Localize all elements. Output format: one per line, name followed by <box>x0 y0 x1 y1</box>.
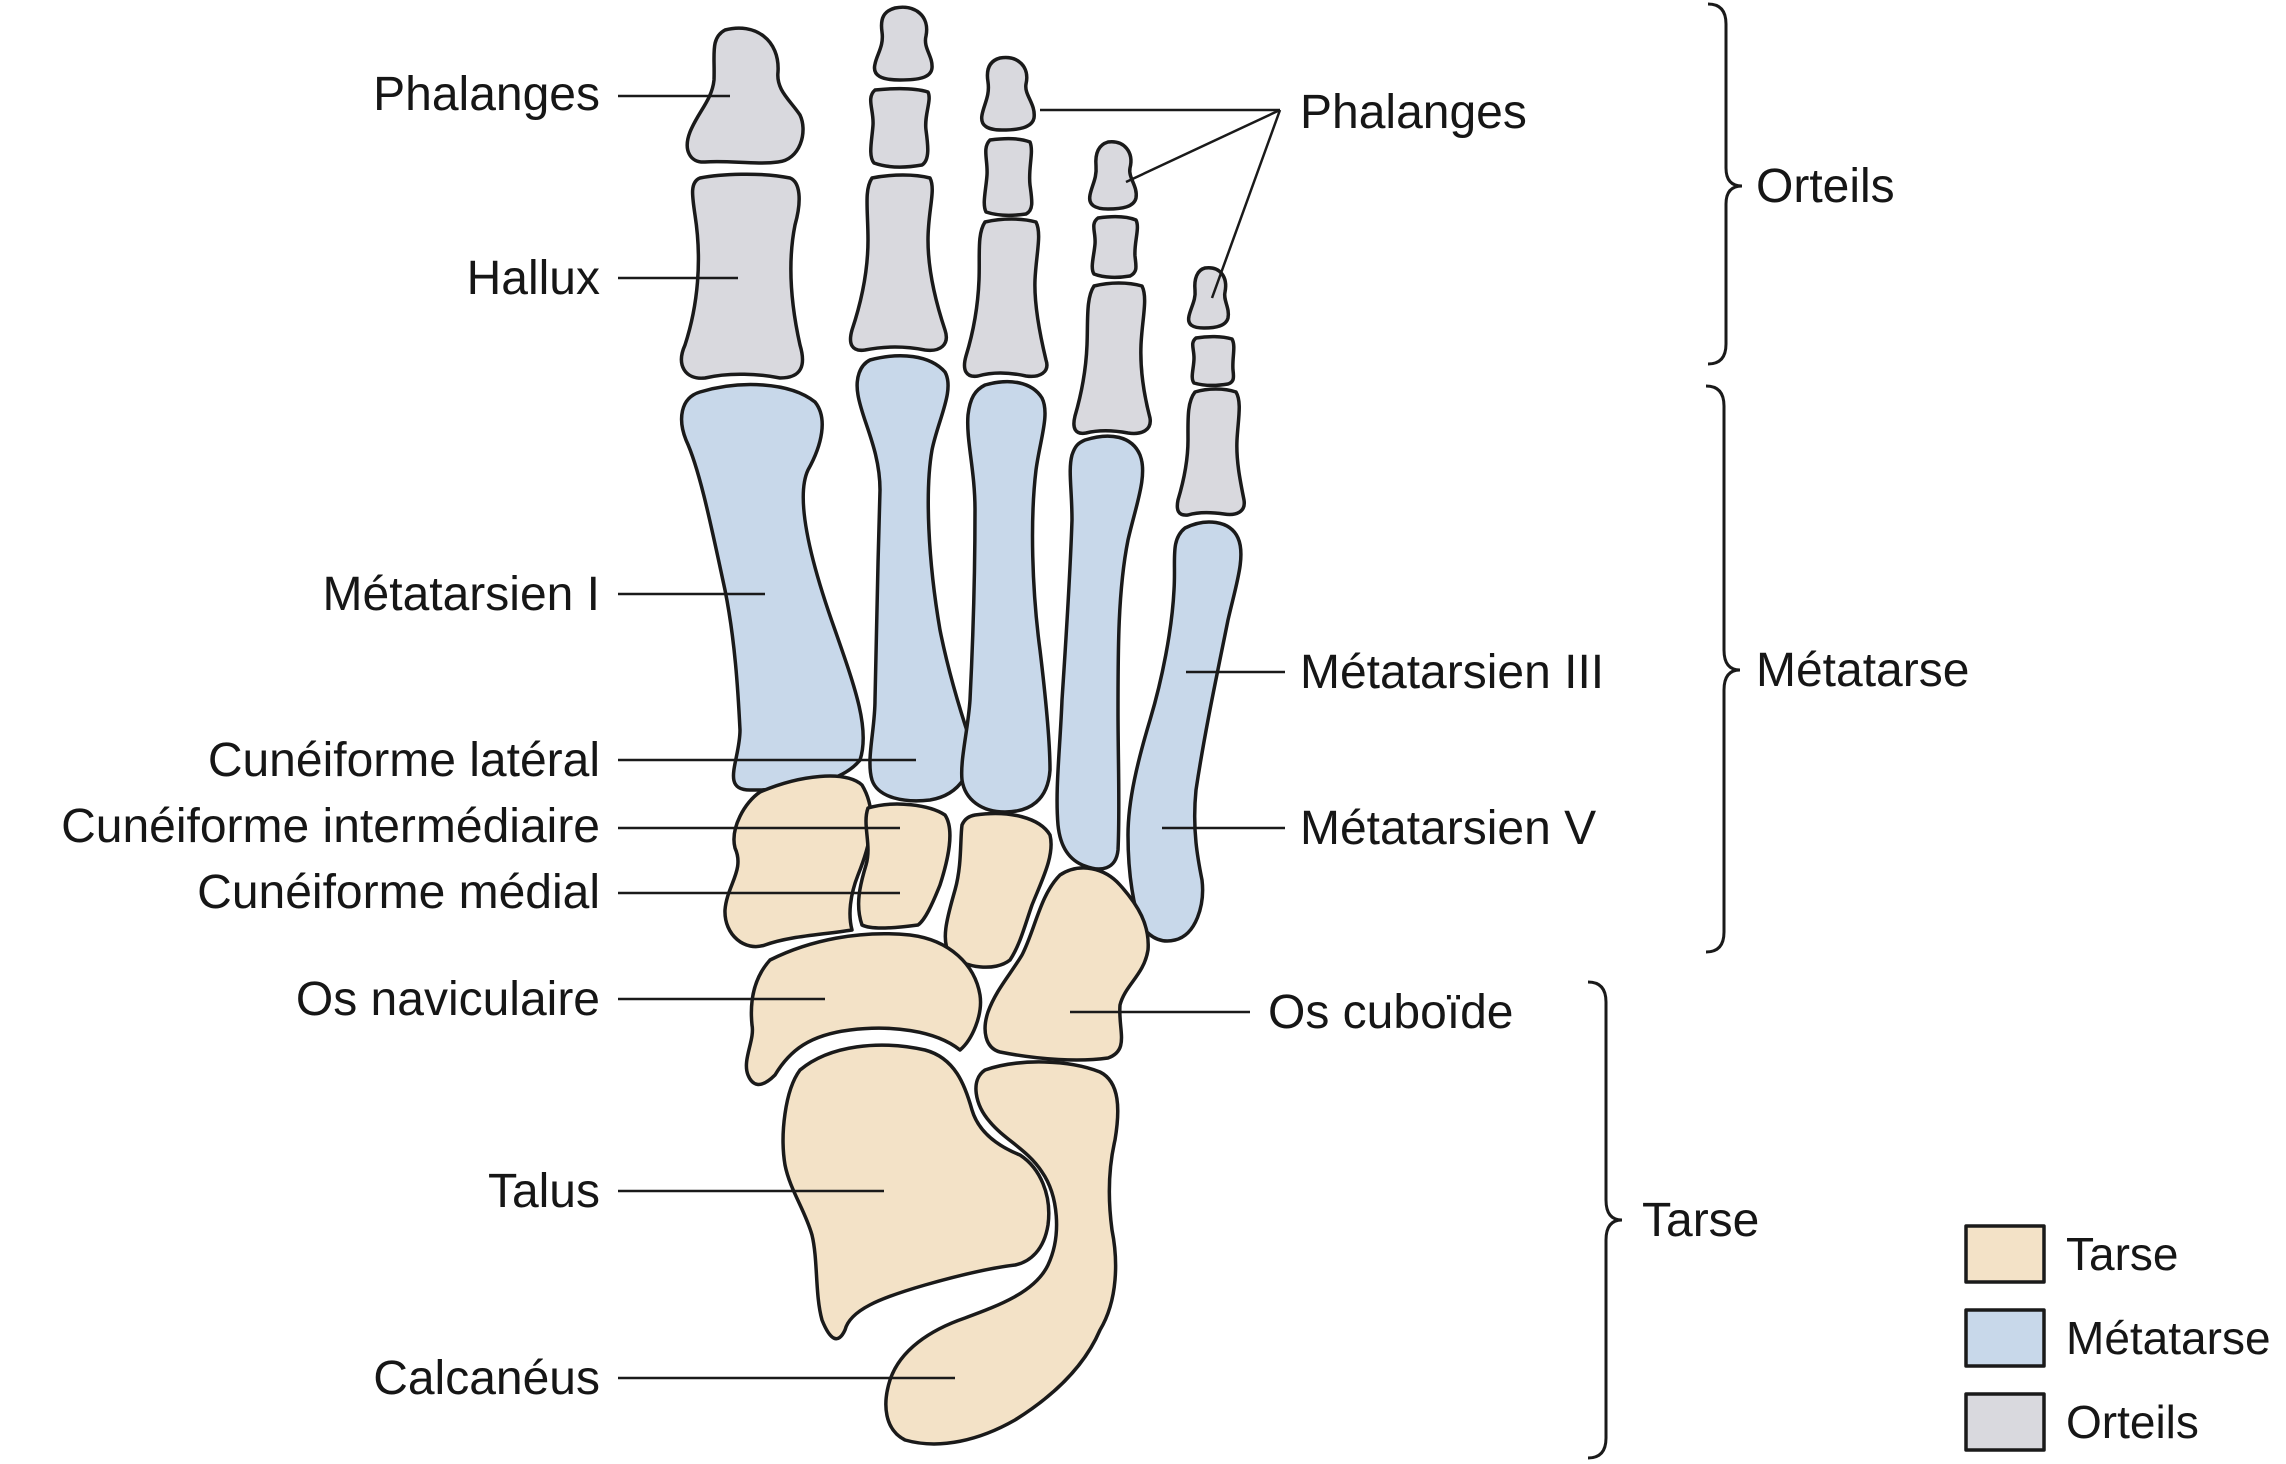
legend-label-orteils: Orteils <box>2066 1396 2199 1448</box>
label-cuneiforme-intermediaire: Cunéiforme intermédiaire <box>61 800 600 853</box>
label-calcaneus: Calcanéus <box>373 1352 600 1405</box>
label-metatarsien-1: Métatarsien I <box>323 568 600 621</box>
cuneiform-lateral <box>943 811 1053 969</box>
label-cuneiforme-lateral: Cunéiforme latéral <box>208 734 600 787</box>
left-labels: Phalanges Hallux Métatarsien I Cunéiform… <box>61 68 600 1405</box>
leader-lines <box>618 94 1285 1380</box>
legend-swatch-orteils <box>1964 1392 2046 1452</box>
toe2-proximal-phalanx <box>848 173 948 353</box>
calcaneus-bone <box>884 1060 1120 1446</box>
toe3-proximal-phalanx <box>962 217 1049 379</box>
toe3-distal-phalanx <box>979 55 1036 132</box>
label-os-cuboide: Os cuboïde <box>1268 986 1513 1039</box>
toe-bones <box>679 5 1246 517</box>
legend-label-metatarse: Métatarse <box>2066 1312 2271 1364</box>
metatarsal-1 <box>679 382 866 792</box>
label-metatarsien-3: Métatarsien III <box>1300 646 1604 699</box>
cuneiform-medial <box>723 774 873 949</box>
toe5-middle-phalanx <box>1190 334 1236 388</box>
navicular-bone <box>744 931 983 1087</box>
toe3-middle-phalanx <box>982 136 1034 218</box>
label-hallux: Hallux <box>467 252 600 305</box>
metatarsal-4 <box>1055 434 1145 871</box>
toe5-proximal-phalanx <box>1175 387 1246 517</box>
toe4-distal-phalanx <box>1087 140 1138 211</box>
toe4-proximal-phalanx <box>1072 281 1152 436</box>
label-metatarsien-5: Métatarsien V <box>1300 802 1596 855</box>
toe2-middle-phalanx <box>868 86 931 169</box>
toe2-distal-phalanx <box>872 5 934 82</box>
legend-swatch-metatarse <box>1964 1308 2046 1368</box>
group-labels: Orteils Métatarse Tarse <box>1642 160 1969 1247</box>
label-os-naviculaire: Os naviculaire <box>296 973 600 1026</box>
right-labels: Phalanges Métatarsien III Métatarsien V … <box>1268 86 1604 1039</box>
brace-metatarse <box>1705 384 1741 954</box>
metatarsal-2 <box>855 354 973 803</box>
toe5-distal-phalanx <box>1186 266 1231 330</box>
label-phalanges-right: Phalanges <box>1300 86 1527 139</box>
brace-tarse <box>1587 980 1623 1460</box>
cuneiform-intermediate <box>856 802 952 930</box>
hallux-distal-phalanx <box>685 26 805 165</box>
label-phalanges-left: Phalanges <box>373 68 600 121</box>
metatarsal-3 <box>959 379 1052 814</box>
legend-swatch-tarse <box>1964 1224 2046 1284</box>
legend: Tarse Métatarse Orteils <box>1964 1224 2271 1452</box>
metatarsal-5 <box>1126 520 1243 943</box>
label-talus: Talus <box>488 1165 600 1218</box>
talus-bone <box>781 1043 1051 1341</box>
legend-label-tarse: Tarse <box>2066 1228 2178 1280</box>
group-label-metatarse: Métatarse <box>1756 644 1969 697</box>
hallux-proximal-phalanx <box>679 172 805 380</box>
group-braces <box>1587 2 1743 1460</box>
label-cuneiforme-medial: Cunéiforme médial <box>197 866 600 919</box>
toe4-middle-phalanx <box>1090 214 1140 280</box>
brace-orteils <box>1707 2 1743 366</box>
group-label-tarse: Tarse <box>1642 1194 1759 1247</box>
tarsal-bones <box>723 774 1150 1446</box>
group-label-orteils: Orteils <box>1756 160 1895 213</box>
